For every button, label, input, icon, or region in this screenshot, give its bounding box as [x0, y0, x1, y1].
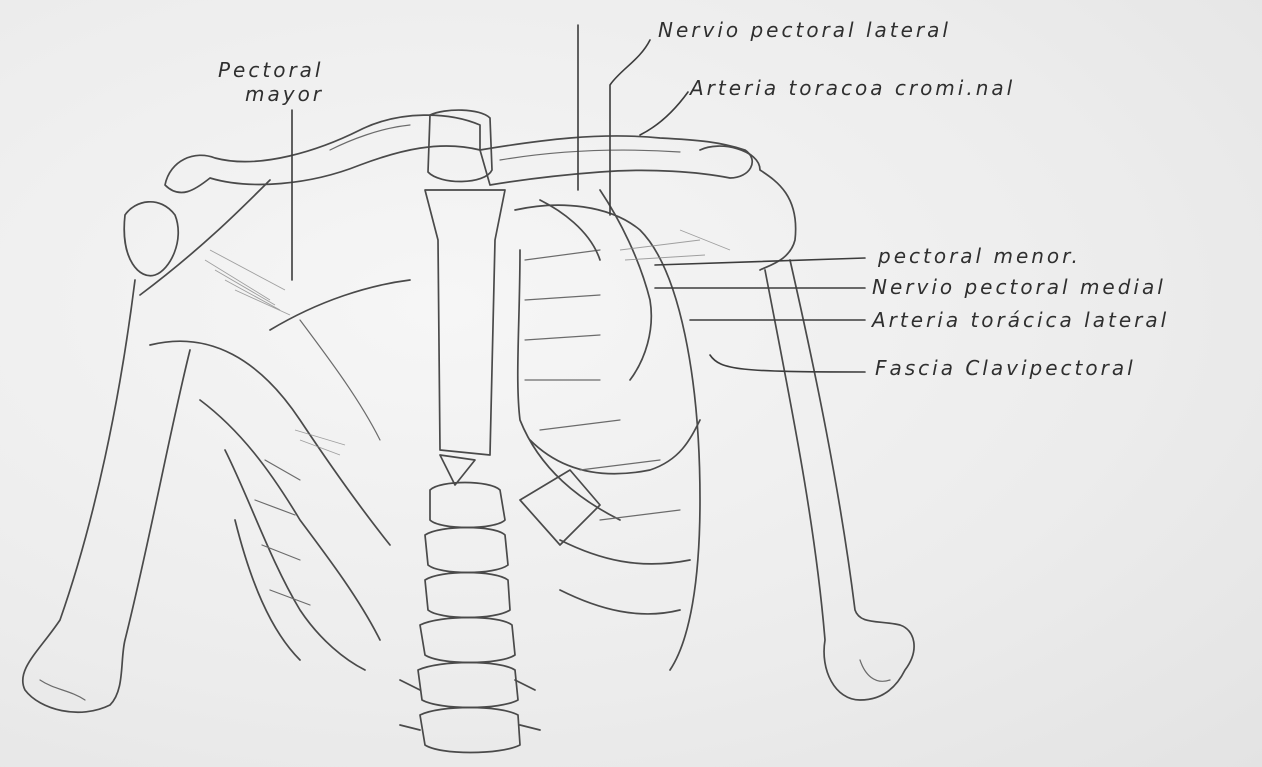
label-nervio-pectoral-medial: Nervio pectoral medial [872, 275, 1166, 299]
left-humerus [23, 202, 190, 712]
label-arteria-toracica-lateral: Arteria torácica lateral [872, 308, 1169, 332]
label-nervio-pectoral-lateral: Nervio pectoral lateral [658, 18, 951, 42]
spine [400, 483, 540, 753]
right-humerus [700, 146, 914, 700]
left-ribs [150, 341, 390, 670]
right-ribs [515, 205, 700, 670]
sternum [425, 110, 505, 485]
pectoral-major-shading [140, 180, 410, 455]
label-pectoral-mayor-line2: mayor [245, 82, 324, 106]
label-fascia-clavipectoral: Fascia Clavipectoral [875, 356, 1136, 380]
label-arteria-toracoacromial: Arteria toracoa cromi.nal [690, 76, 1015, 100]
pectoral-minor [520, 190, 730, 545]
label-pectoral-menor: pectoral menor. [878, 244, 1081, 268]
label-pectoral-mayor-line1: Pectoral [218, 58, 323, 82]
